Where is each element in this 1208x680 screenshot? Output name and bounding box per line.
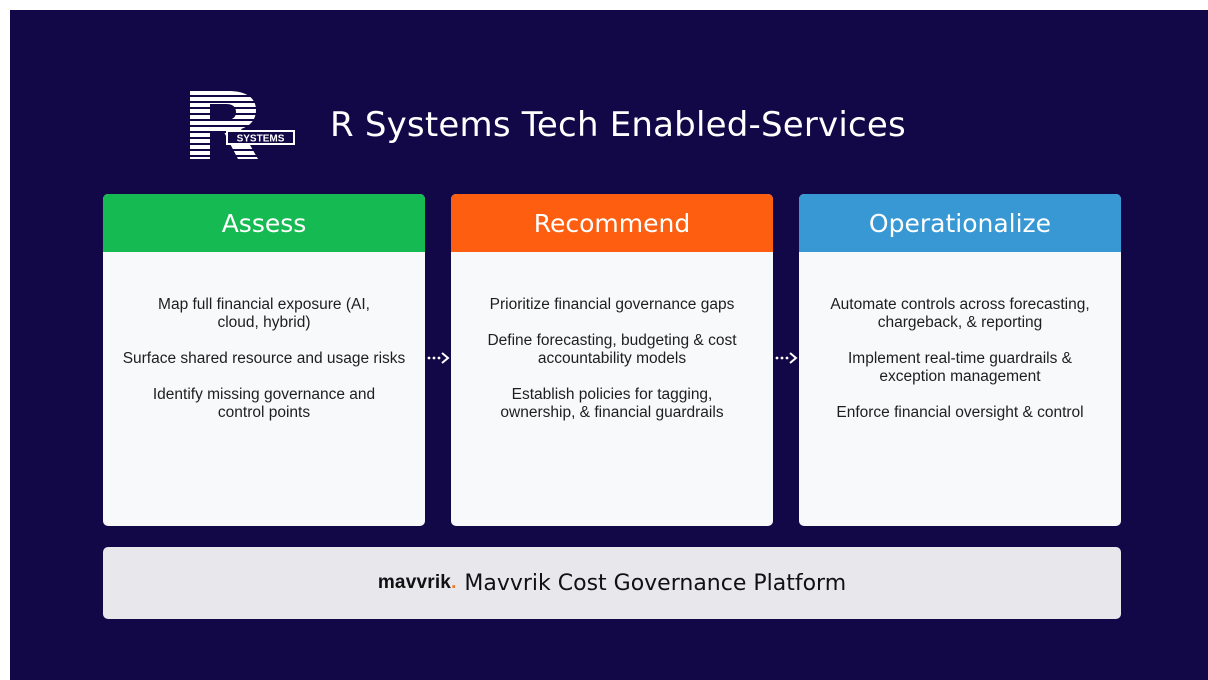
stage-body: Automate controls across forecasting, ch… xyxy=(799,252,1121,422)
header: SYSTEMS R Systems Tech Enabled-Services xyxy=(190,90,906,160)
stage-item: Establish policies for tagging, ownershi… xyxy=(500,386,724,421)
page-title: R Systems Tech Enabled-Services xyxy=(330,105,906,145)
r-systems-logo: SYSTEMS xyxy=(190,91,296,159)
stage-title: Operationalize xyxy=(868,208,1052,238)
stage-item: Prioritize financial governance gaps xyxy=(489,296,735,313)
stage-card-operationalize: Operationalize Automate controls across … xyxy=(799,194,1121,526)
platform-bar: mavvrik. Mavvrik Cost Governance Platfor… xyxy=(103,547,1121,619)
logo-wordmark: SYSTEMS xyxy=(237,134,285,145)
stage-body: Map full financial exposure (AI, cloud, … xyxy=(103,252,425,422)
stage-header: Recommend xyxy=(451,194,773,252)
mavvrik-logo: mavvrik xyxy=(377,572,452,593)
mavvrik-logo-dot: . xyxy=(451,572,457,593)
stage-card-recommend: Recommend Prioritize financial governanc… xyxy=(451,194,773,526)
stage-item: Define forecasting, budgeting & cost acc… xyxy=(487,332,737,367)
stage-item: Implement real-time guardrails & excepti… xyxy=(848,350,1072,385)
stage-item: Map full financial exposure (AI, cloud, … xyxy=(158,296,370,331)
stage-item: Identify missing governance and control … xyxy=(152,386,376,421)
flow-arrow-icon xyxy=(427,352,450,364)
stage-item: Surface shared resource and usage risks xyxy=(122,350,406,367)
platform-name: Mavvrik Cost Governance Platform xyxy=(464,570,847,596)
slide: SYSTEMS R Systems Tech Enabled-Services … xyxy=(10,10,1208,680)
stage-card-assess: Assess Map full financial exposure (AI, … xyxy=(103,194,425,526)
stage-item: Automate controls across forecasting, ch… xyxy=(830,296,1090,331)
stage-title: Assess xyxy=(221,208,307,238)
stage-header: Operationalize xyxy=(799,194,1121,252)
stage-body: Prioritize financial governance gaps Def… xyxy=(451,252,773,422)
stage-header: Assess xyxy=(103,194,425,252)
flow-arrow-icon xyxy=(775,352,798,364)
stage-item: Enforce financial oversight & control xyxy=(836,404,1084,421)
stage-title: Recommend xyxy=(533,208,691,238)
